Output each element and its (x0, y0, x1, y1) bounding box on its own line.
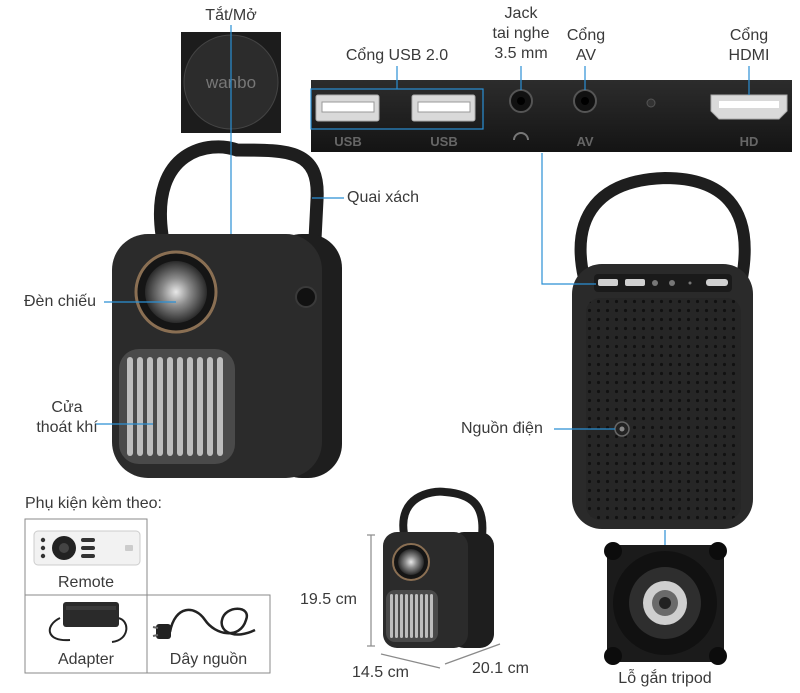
remote-image (33, 530, 141, 566)
headphone-icon (513, 132, 529, 141)
svg-text:HD: HD (740, 134, 759, 149)
projector-dimension-view (383, 487, 494, 648)
width-dimension-label: 14.5 cm (352, 664, 409, 681)
lens-label: Đèn chiếu (24, 293, 97, 310)
power-cord-label: Dây nguồn (169, 651, 248, 668)
vent-label: Cửa thoát khí (36, 399, 98, 436)
back-port-strip (594, 274, 732, 292)
power-button-label: Tắt/Mở (205, 7, 257, 24)
vent-slats (127, 357, 223, 456)
dimension-lines (367, 534, 501, 669)
svg-text:AV: AV (576, 134, 593, 149)
remote-label: Remote (57, 574, 115, 591)
accessories-grid (24, 518, 271, 674)
adapter-label: Adapter (57, 651, 115, 668)
usb-port-label: Cổng USB 2.0 (345, 47, 449, 64)
lens-glass (145, 261, 207, 323)
svg-text:USB: USB (334, 134, 361, 149)
jack-label: Jack tai nghe 3.5 mm (492, 5, 550, 62)
port-panel-closeup: USB USB AV HD (311, 80, 792, 152)
speaker-grille (586, 298, 741, 520)
height-dimension-label: 19.5 cm (300, 591, 357, 608)
power-cord-image (152, 607, 256, 639)
projector-back (572, 171, 753, 529)
adapter-image (48, 602, 128, 643)
tripod-closeup (604, 542, 727, 665)
handle-knob (295, 286, 317, 308)
handle-strap (153, 140, 324, 305)
led-indicator (646, 98, 656, 108)
projector-front (112, 140, 342, 478)
svg-text:USB: USB (430, 134, 457, 149)
accessories-title: Phụ kiện kèm theo: (25, 495, 162, 512)
tripod-label: Lỗ gắn tripod (618, 670, 712, 687)
power-input-label: Nguồn điện (461, 420, 543, 437)
handle-label: Quai xách (347, 189, 420, 206)
callout-lines (95, 25, 750, 545)
hdmi-port-label: Cổng HDMI (728, 27, 770, 64)
av-port-label: Cổng AV (566, 27, 606, 64)
depth-dimension-label: 20.1 cm (472, 660, 529, 677)
